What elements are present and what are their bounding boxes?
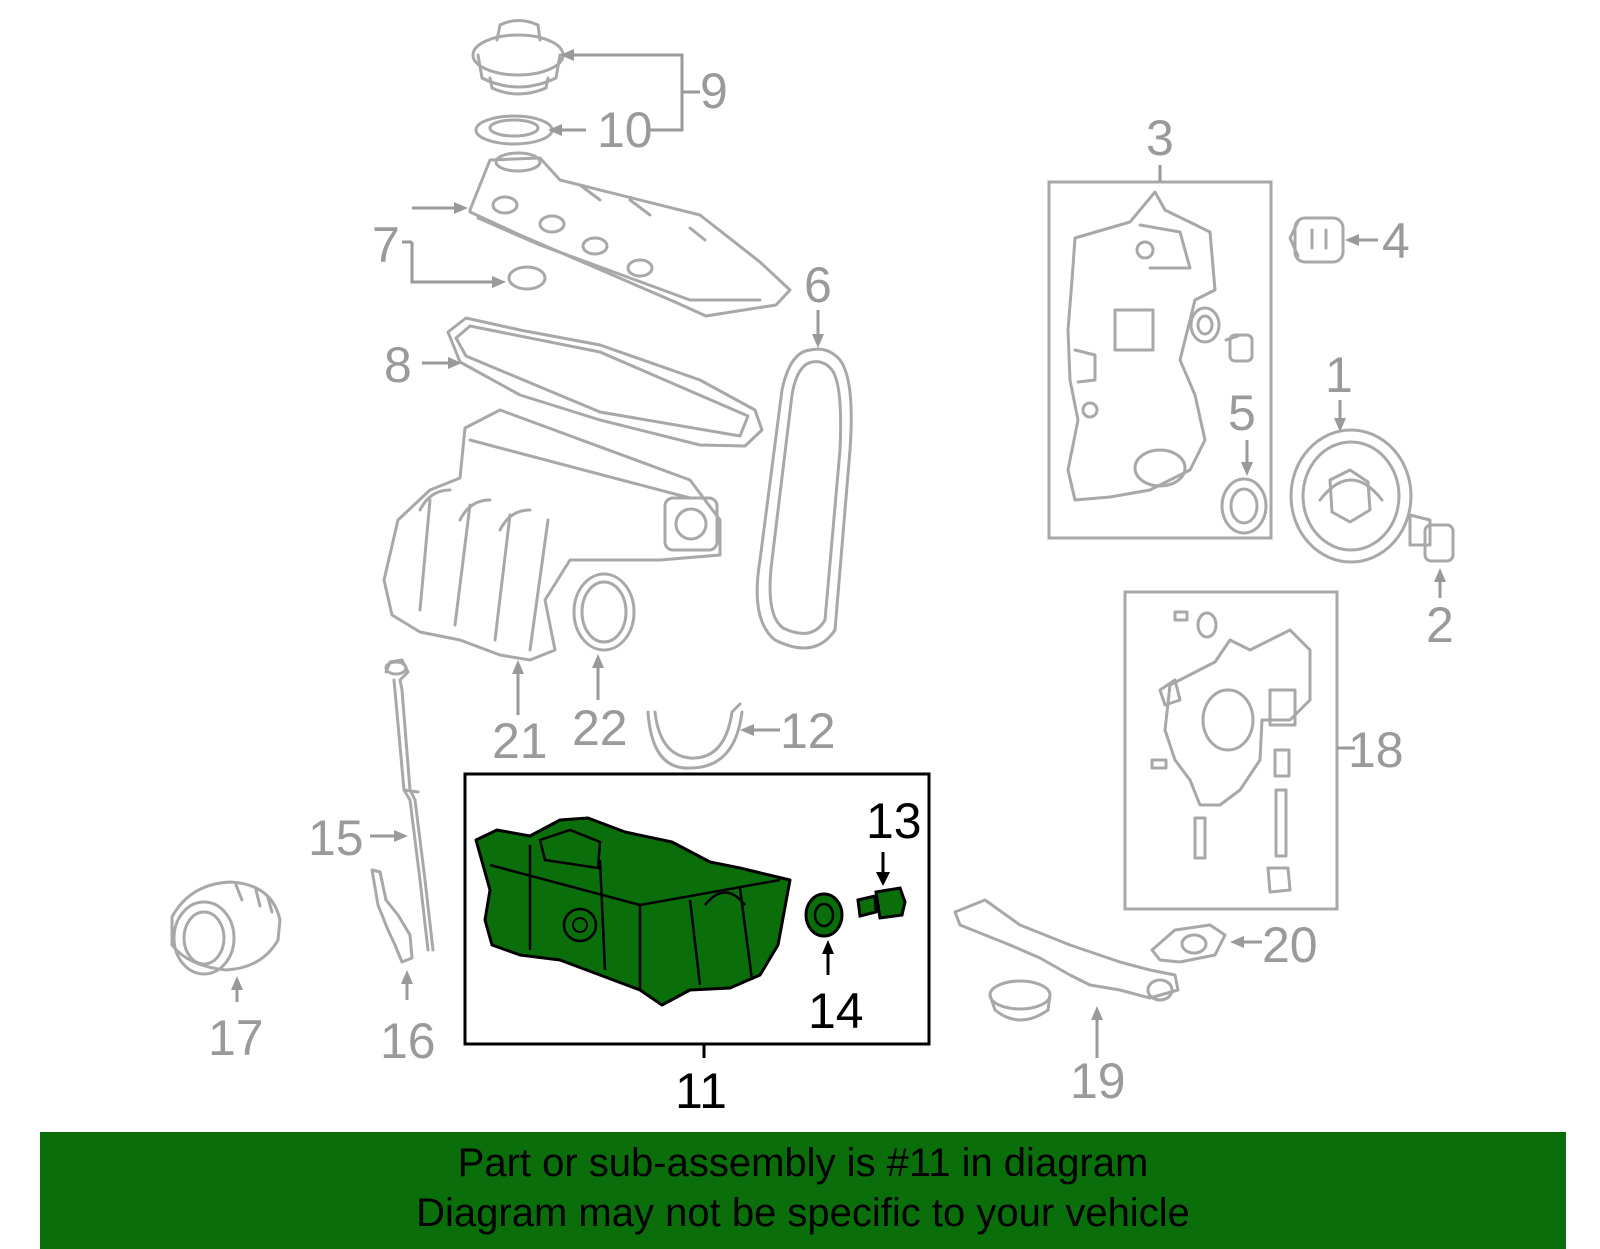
- callout-17: 17: [208, 1010, 264, 1066]
- callout-16: 16: [380, 1013, 436, 1069]
- callout-4: 4: [1382, 213, 1410, 269]
- callout-20: 20: [1262, 917, 1318, 973]
- filler-cap-seal: [474, 114, 554, 146]
- callout-5: 5: [1228, 385, 1256, 441]
- sealing-plug: [1288, 216, 1345, 264]
- callout-12: 12: [780, 703, 836, 759]
- drain-plug-washer: [804, 892, 844, 938]
- banner-line-2: Diagram may not be specific to your vehi…: [416, 1191, 1190, 1235]
- oil-filler-cap: [471, 19, 565, 96]
- head-cover-gasket: [446, 316, 764, 448]
- pump-dowel: [1193, 816, 1207, 860]
- banner-line-1: Part or sub-assembly is #11 in diagram: [457, 1141, 1149, 1185]
- callout-7: 7: [372, 217, 400, 273]
- callout-1: 1: [1325, 347, 1353, 403]
- dipstick-guide: [370, 868, 414, 964]
- oil-strainer: [953, 898, 1180, 1022]
- oil-dipstick: [384, 658, 435, 952]
- callout-3: 3: [1146, 110, 1174, 166]
- callout-13: 13: [866, 793, 922, 849]
- callout-10: 10: [597, 102, 653, 158]
- callout-19: 19: [1070, 1053, 1126, 1109]
- crankshaft-pulley: [1289, 428, 1413, 564]
- oil-pan-assembly: [474, 816, 792, 1007]
- callout-9: 9: [700, 63, 728, 119]
- timing-chain: [755, 347, 853, 650]
- callout-6: 6: [804, 257, 832, 313]
- case-seal-small: [1189, 306, 1221, 344]
- pump-shaft: [1274, 788, 1288, 858]
- callout-21: 21: [492, 713, 548, 769]
- cylinder-head-cover: [468, 151, 792, 318]
- callout-8: 8: [384, 337, 412, 393]
- strainer-gasket: [1150, 923, 1227, 964]
- pump-o-ring: [1196, 611, 1218, 639]
- callout-22: 22: [572, 700, 628, 756]
- callout-2: 2: [1426, 597, 1454, 653]
- callout-14: 14: [808, 983, 864, 1039]
- crankshaft-oil-seal: [1220, 477, 1268, 535]
- intake-manifold: [382, 408, 722, 662]
- part-18-box: [1123, 590, 1339, 911]
- grommet: [507, 265, 547, 291]
- pump-plug: [1266, 866, 1292, 894]
- pump-pin: [1173, 610, 1189, 622]
- half-round-seal: [646, 702, 744, 770]
- manifold-gasket: [572, 572, 636, 652]
- oil-pump: [1158, 628, 1312, 807]
- info-banner: Part or sub-assembly is #11 in diagram D…: [40, 1132, 1566, 1249]
- drain-plug: [856, 886, 907, 920]
- oil-filter: [170, 880, 282, 976]
- pump-pin-2: [1150, 758, 1168, 770]
- pulley-bolt: [1408, 513, 1455, 563]
- callout-11: 11: [675, 1063, 727, 1119]
- case-bolt: [1224, 333, 1254, 363]
- timing-chain-case: [1066, 190, 1217, 502]
- callout-18: 18: [1348, 722, 1404, 778]
- pump-sleeve: [1273, 748, 1291, 778]
- callout-15: 15: [308, 810, 364, 866]
